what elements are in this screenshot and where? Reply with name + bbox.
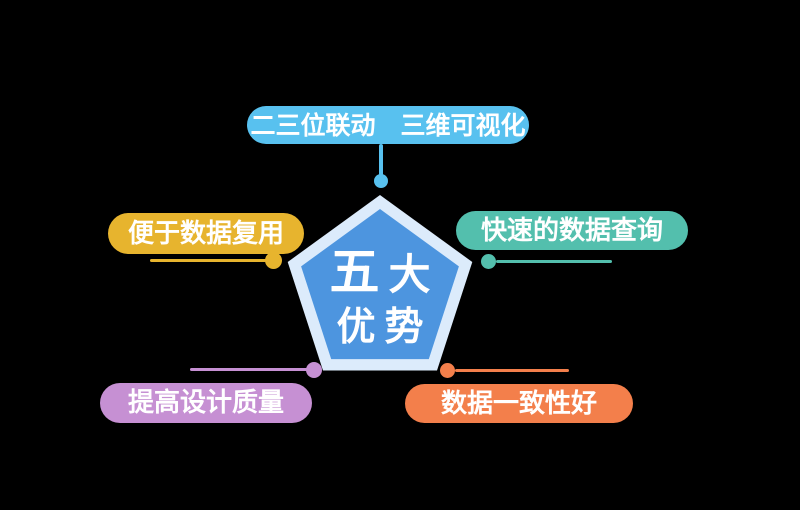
pentagon-title-line1: 五大: [329, 243, 440, 301]
pentagon-inner: [301, 209, 459, 360]
advantage-pill-left: 便于数据复用: [108, 213, 304, 254]
connector-dot-bottom-right: [440, 363, 455, 378]
pentagon-svg: [287, 195, 473, 371]
connector-line-bottom-right: [455, 369, 569, 372]
advantage-pill-bottom-right: 数据一致性好: [405, 384, 633, 423]
connector-line-right: [496, 260, 612, 263]
connector-dot-right: [481, 254, 496, 269]
connector-line-top: [379, 144, 383, 176]
pentagon-badge: 五大 优势: [280, 190, 480, 386]
advantage-pill-bottom-left: 提高设计质量: [100, 383, 312, 423]
connector-line-left: [150, 259, 268, 262]
connector-dot-bottom-left: [306, 362, 322, 378]
connector-line-bottom-left: [190, 368, 308, 371]
advantage-pill-top: 二三位联动 三维可视化: [247, 106, 529, 144]
pentagon-title-line2: 优势: [336, 305, 433, 350]
advantage-pill-right: 快速的数据查询: [456, 211, 688, 250]
connector-dot-top: [374, 174, 388, 188]
connector-dot-left: [265, 252, 282, 269]
